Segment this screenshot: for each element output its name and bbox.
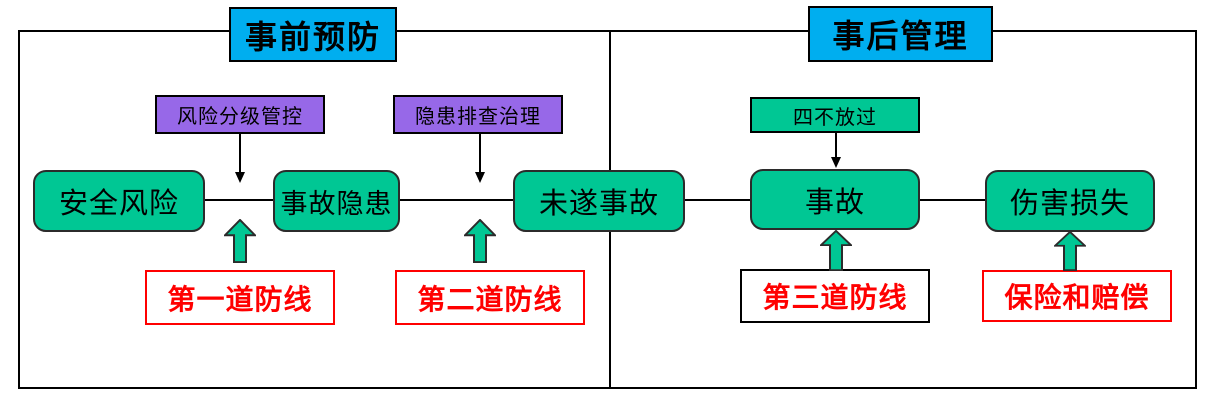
- tag-hazard-inspection: 隐患排查治理: [393, 95, 563, 134]
- node-safety-risk: 安全风险: [33, 170, 205, 232]
- node-injury-loss: 伤害损失: [985, 170, 1155, 232]
- block-up-arrow-icon: [224, 219, 256, 263]
- section-title-pre-prevention: 事前预防: [229, 7, 397, 62]
- section-title-post-management: 事后管理: [808, 6, 993, 62]
- tag-four-no-pass: 四不放过: [750, 97, 920, 133]
- node-accident: 事故: [750, 169, 920, 230]
- label-second-defense-line: 第二道防线: [395, 270, 585, 325]
- down-arrow-icon: [831, 133, 841, 168]
- block-up-arrow-icon: [464, 219, 496, 263]
- label-insurance-compensation: 保险和赔偿: [982, 270, 1172, 322]
- down-arrow-icon: [475, 134, 485, 183]
- down-arrow-icon: [235, 134, 245, 183]
- outer-frame: [18, 30, 1197, 389]
- tag-risk-grading-control: 风险分级管控: [155, 95, 325, 134]
- block-up-arrow-icon: [1054, 231, 1086, 271]
- block-up-arrow-icon: [820, 230, 852, 271]
- label-third-defense-line: 第三道防线: [740, 269, 930, 323]
- node-accident-hazard: 事故隐患: [273, 170, 400, 232]
- label-first-defense-line: 第一道防线: [145, 270, 335, 325]
- node-near-miss: 未遂事故: [513, 170, 685, 232]
